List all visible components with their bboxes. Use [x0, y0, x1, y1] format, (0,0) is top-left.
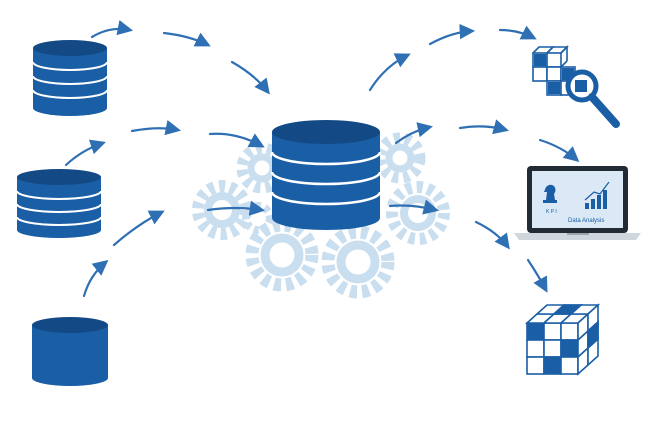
- arrow: [206, 200, 266, 216]
- flow-arrows: [64, 20, 580, 298]
- arrow: [526, 258, 548, 293]
- gear-icon: [192, 180, 252, 240]
- screen-title: Data Analysis: [568, 218, 604, 224]
- arrow: [90, 20, 134, 39]
- gear-icon: [321, 225, 395, 299]
- chess-knight-icon: [543, 184, 557, 203]
- kpi-label: K P I: [546, 209, 557, 215]
- trend-line: [584, 181, 610, 201]
- database-icon: [32, 40, 108, 116]
- database-icon: [16, 169, 102, 238]
- data-cube-icon: [524, 303, 601, 376]
- gear-icon: [386, 181, 450, 245]
- gear-icon: [245, 218, 319, 292]
- bar-chart-icon: [585, 190, 607, 209]
- arrow: [230, 60, 270, 95]
- arrow: [394, 122, 434, 145]
- database-icon: [32, 317, 108, 386]
- central-database-icon: [270, 120, 382, 230]
- arrow: [474, 220, 510, 250]
- arrow: [64, 139, 106, 167]
- magnifier-icon: [532, 45, 620, 128]
- arrow: [428, 23, 476, 46]
- arrow: [538, 138, 580, 163]
- arrow: [458, 119, 509, 135]
- laptop-icon: K P I Data Analysis: [514, 166, 641, 240]
- gear-icon: [374, 132, 426, 184]
- arrow: [388, 199, 439, 215]
- arrow: [112, 210, 165, 247]
- arrow: [208, 132, 265, 148]
- arrow: [368, 53, 411, 92]
- arrow: [130, 120, 182, 136]
- arrow: [162, 31, 211, 47]
- arrow: [498, 25, 537, 40]
- arrow: [82, 260, 109, 298]
